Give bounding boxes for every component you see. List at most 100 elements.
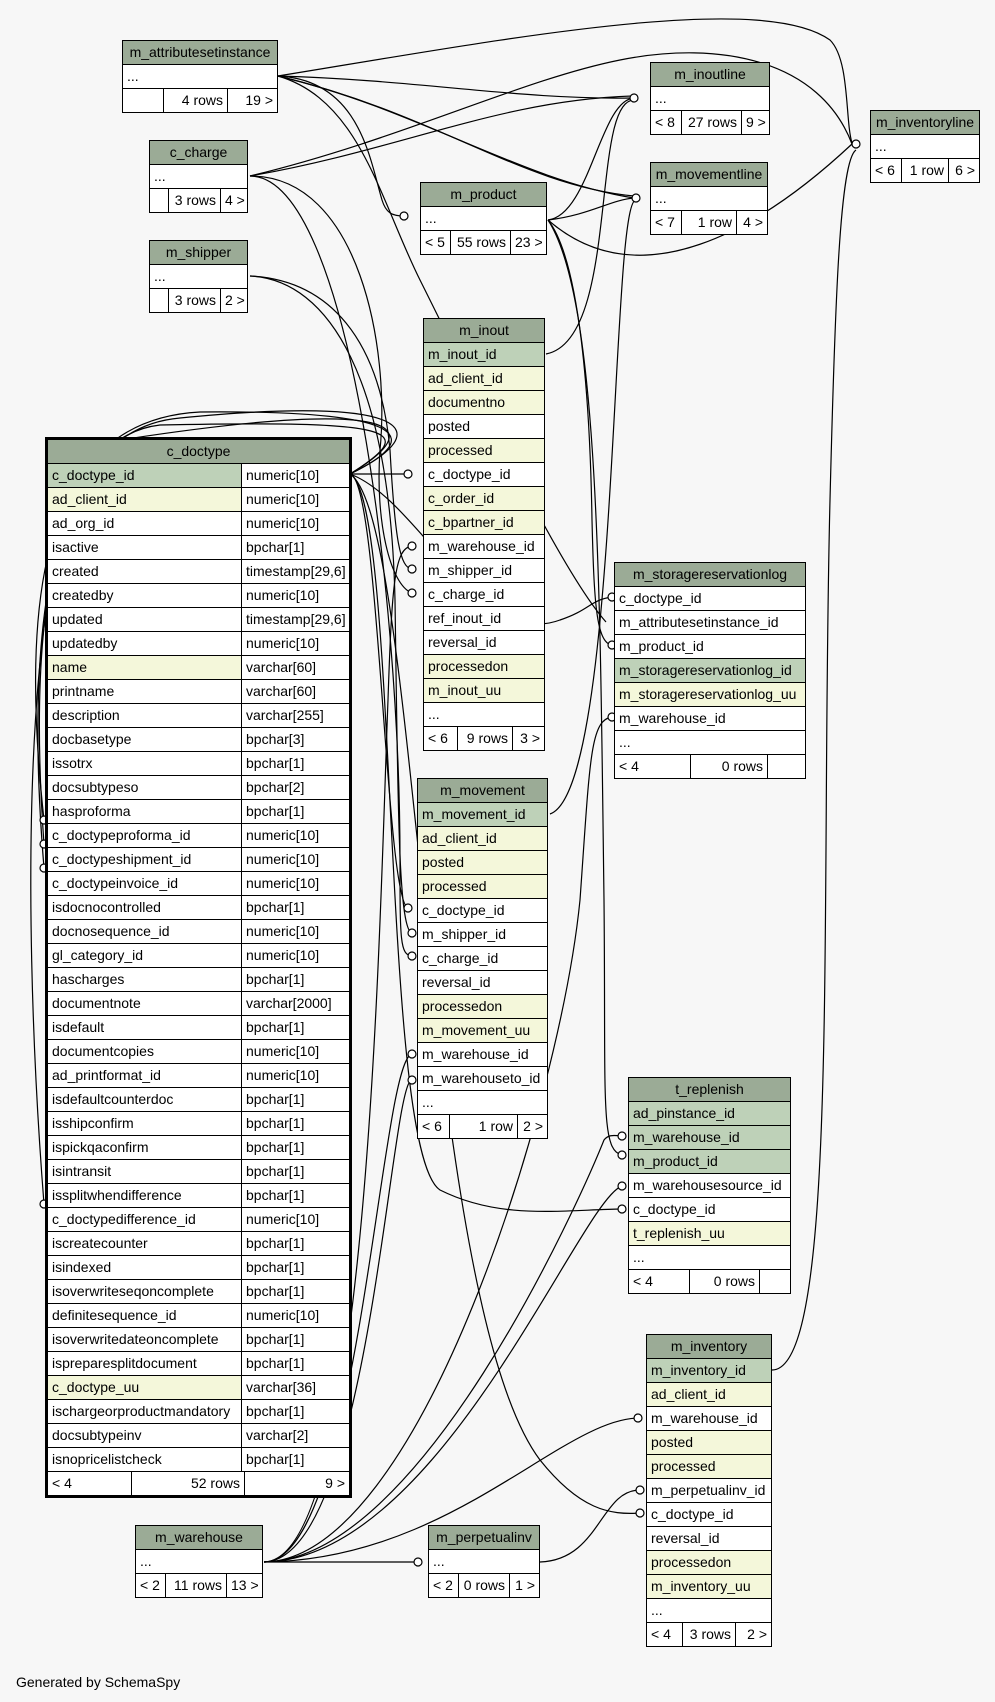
table-row[interactable]: processed <box>418 875 547 899</box>
table-row[interactable]: reversal_id <box>418 971 547 995</box>
table-header[interactable]: m_inout <box>424 319 544 343</box>
table-row[interactable]: c_bpartner_id <box>424 511 544 535</box>
table-header[interactable]: m_product <box>421 183 546 207</box>
parents-count[interactable]: < 8 <box>655 114 675 130</box>
table-row[interactable]: ... <box>647 1599 771 1623</box>
table-row[interactable]: m_inventory_id <box>647 1359 771 1383</box>
table-row[interactable]: m_product_id <box>629 1150 790 1174</box>
table-row[interactable]: processedon <box>647 1551 771 1575</box>
table-row[interactable]: documentno <box>424 391 544 415</box>
table-row[interactable]: t_replenish_uu <box>629 1222 790 1246</box>
table-row[interactable]: ... <box>629 1246 790 1270</box>
table-row[interactable]: reversal_id <box>424 631 544 655</box>
children-count[interactable]: 1 > <box>509 1574 539 1597</box>
table-header[interactable]: m_inventoryline <box>871 111 979 135</box>
table-row[interactable]: c_doctype_id <box>615 587 805 611</box>
parents-count[interactable]: < 2 <box>433 1577 453 1593</box>
table-row[interactable]: m_shipper_id <box>424 559 544 583</box>
children-count[interactable] <box>759 1270 790 1293</box>
table-row[interactable]: m_perpetualinv_id <box>647 1479 771 1503</box>
table-row[interactable]: m_warehouse_id <box>615 707 805 731</box>
table-row[interactable]: reversal_id <box>647 1527 771 1551</box>
table-row[interactable]: c_doctype_id <box>418 899 547 923</box>
table-row[interactable]: posted <box>424 415 544 439</box>
children-count[interactable]: 13 > <box>226 1574 262 1597</box>
table-header[interactable]: m_shipper <box>150 241 247 265</box>
parents-count[interactable]: < 2 <box>140 1577 160 1593</box>
children-count[interactable]: 23 > <box>510 231 546 254</box>
table-row[interactable]: m_storagereservationlog_id <box>615 659 805 683</box>
table-row[interactable]: ad_client_id <box>647 1383 771 1407</box>
parents-count[interactable]: < 6 <box>428 730 448 746</box>
table-row[interactable]: m_warehouse_id <box>647 1407 771 1431</box>
parents-count[interactable] <box>150 189 168 212</box>
table-row[interactable]: m_warehousesource_id <box>629 1174 790 1198</box>
table-row[interactable]: m_warehouseto_id <box>418 1067 547 1091</box>
table-row[interactable]: ... <box>424 703 544 727</box>
table-row[interactable]: processedon <box>418 995 547 1019</box>
table-row[interactable]: ad_client_id <box>418 827 547 851</box>
table-row[interactable]: m_shipper_id <box>418 923 547 947</box>
parents-count[interactable]: < 4 <box>651 1626 671 1642</box>
table-row[interactable]: ref_inout_id <box>424 607 544 631</box>
parents-count[interactable]: < 5 <box>425 234 445 250</box>
table-header[interactable]: c_doctype <box>48 440 349 464</box>
table-header[interactable]: m_inventory <box>647 1335 771 1359</box>
table-header[interactable]: t_replenish <box>629 1078 790 1102</box>
table-header[interactable]: m_perpetualinv <box>429 1526 539 1550</box>
parents-count[interactable]: < 6 <box>875 162 895 178</box>
children-count[interactable]: 3 > <box>512 727 544 750</box>
table-row[interactable]: posted <box>647 1431 771 1455</box>
parents-count[interactable]: < 4 <box>619 758 639 774</box>
table-row[interactable]: processedon <box>424 655 544 679</box>
children-count[interactable]: 2 > <box>220 289 247 312</box>
table-row[interactable]: m_inout_uu <box>424 679 544 703</box>
children-count[interactable]: 9 > <box>741 111 769 134</box>
parents-count[interactable] <box>150 289 168 312</box>
children-count[interactable]: 2 > <box>517 1115 547 1138</box>
table-row[interactable]: c_doctype_id <box>629 1198 790 1222</box>
children-count[interactable] <box>767 755 805 778</box>
parents-count[interactable]: < 4 <box>52 1475 72 1491</box>
children-count[interactable]: 6 > <box>948 159 979 182</box>
table-header[interactable]: m_movementline <box>651 163 767 187</box>
children-count[interactable]: 4 > <box>220 189 247 212</box>
parents-count[interactable]: < 4 <box>633 1273 653 1289</box>
table-header[interactable]: m_warehouse <box>136 1526 262 1550</box>
